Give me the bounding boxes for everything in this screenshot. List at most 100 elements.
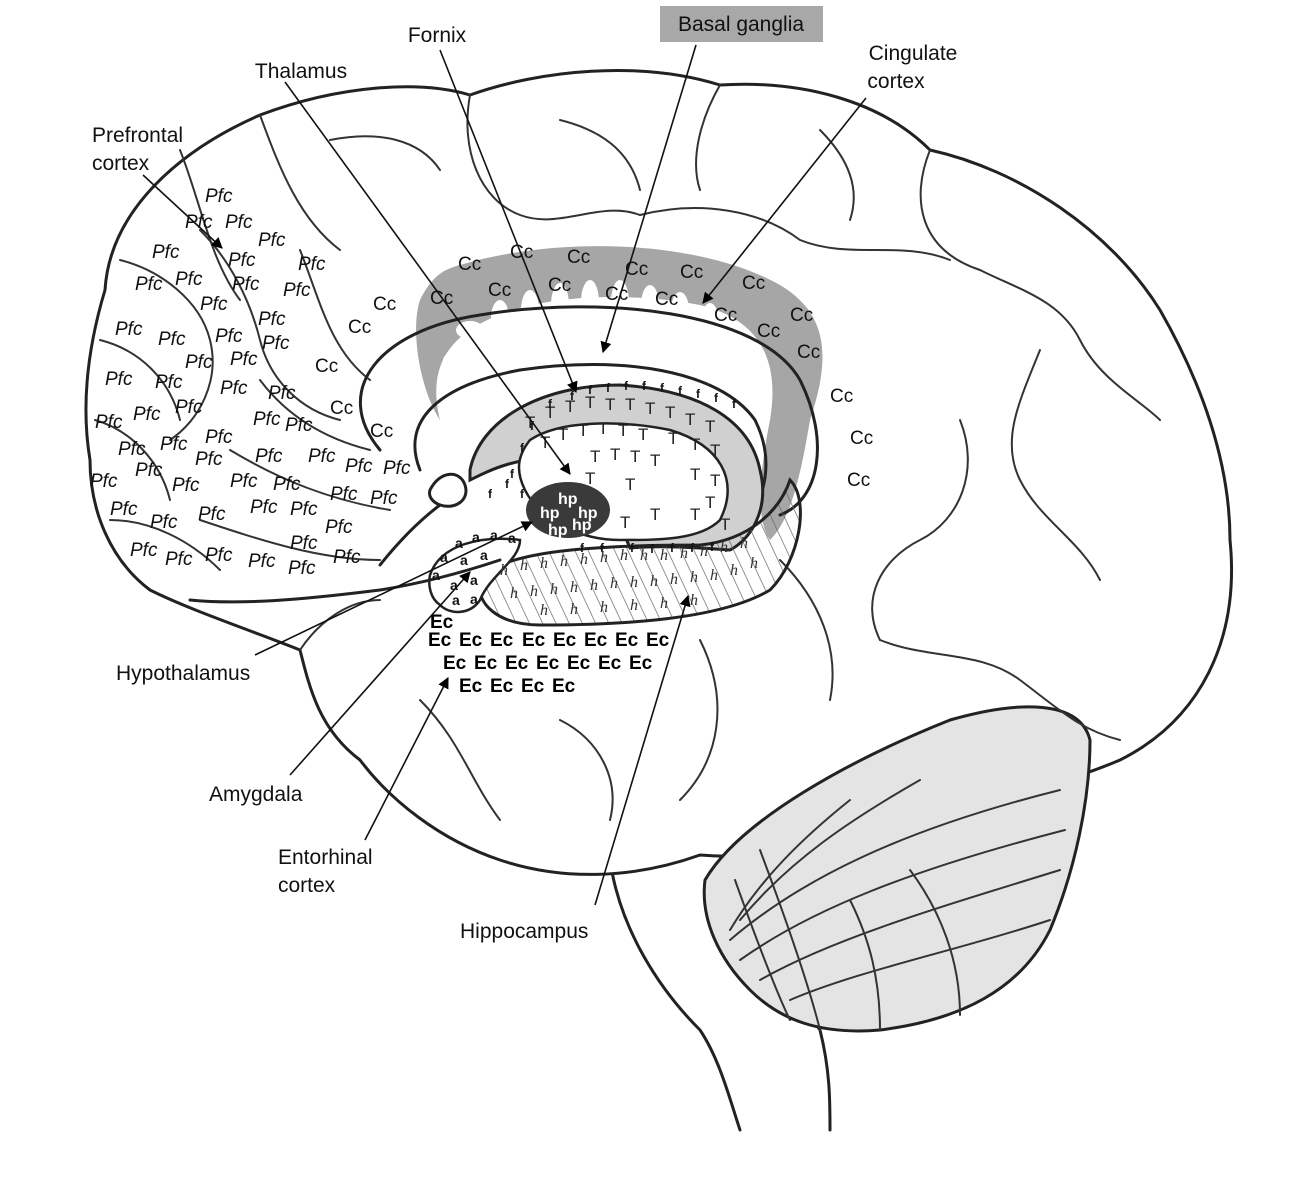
amygdala-region bbox=[428, 537, 522, 614]
basal-ganglia-striations bbox=[443, 280, 718, 368]
thalamus-code: T bbox=[685, 410, 695, 429]
cerebellum-folia bbox=[729, 779, 1066, 1031]
thalamus-code: T bbox=[625, 475, 635, 494]
hippocampus-code: h bbox=[630, 597, 638, 614]
fornix-label: Fornix bbox=[408, 24, 467, 47]
entorhinal-code: Ec bbox=[459, 630, 483, 651]
thalamus-code: T bbox=[585, 393, 595, 412]
pfc-code: Pfc bbox=[205, 186, 233, 207]
hippocampus-code: h bbox=[570, 601, 578, 618]
hippocampus-code: h bbox=[600, 599, 608, 616]
hippocampus-code: h bbox=[660, 595, 668, 612]
cingulate-label-line1: Cingulate bbox=[869, 42, 958, 65]
cortical-gyri bbox=[94, 84, 1161, 821]
thalamus-code: T bbox=[618, 421, 628, 440]
amygdala-code: a bbox=[472, 529, 480, 545]
entorhinal-code: Ec bbox=[615, 630, 639, 651]
fornix-code: f bbox=[606, 381, 611, 395]
pfc-code: Pfc bbox=[105, 369, 133, 390]
entorhinal-code: Ec bbox=[474, 653, 498, 674]
pfc-code: Pfc bbox=[175, 269, 203, 290]
pfc-code: Pfc bbox=[198, 504, 226, 525]
hippocampus-code: h bbox=[650, 573, 658, 590]
amygdala-code: a bbox=[450, 577, 458, 593]
pfc-code: Pfc bbox=[205, 545, 233, 566]
hippocampus-code: h bbox=[600, 549, 608, 566]
pfc-code: Pfc bbox=[215, 326, 243, 347]
entorhinal-code: Ec bbox=[553, 630, 577, 651]
fornix-code: f bbox=[696, 387, 701, 401]
hippocampus-code: h bbox=[510, 585, 518, 602]
amygdala-code: a bbox=[470, 591, 478, 607]
hypothalamus-region bbox=[526, 482, 610, 538]
cingulate-code: Cc bbox=[742, 273, 765, 294]
fornix-code: f bbox=[732, 397, 737, 411]
entorhinal-code: Ec bbox=[521, 676, 545, 697]
fornix-code: f bbox=[510, 467, 515, 481]
entorhinal-code: Ec bbox=[552, 676, 576, 697]
pfc-code: Pfc bbox=[308, 446, 336, 467]
hypothalamus-code: hp bbox=[572, 517, 592, 534]
thalamus-code: T bbox=[690, 435, 700, 454]
cerebellum bbox=[702, 705, 1092, 1033]
hypothalamus-code: hp bbox=[558, 491, 578, 508]
thalamus-code: T bbox=[720, 515, 730, 534]
cingulate-code: Cc bbox=[370, 421, 393, 442]
pfc-code: Pfc bbox=[230, 349, 258, 370]
thalamus-code: T bbox=[605, 395, 615, 414]
amygdala-code: a bbox=[432, 567, 440, 583]
cingulate-code: Cc bbox=[510, 242, 533, 263]
hypothalamus-label: Hypothalamus bbox=[116, 662, 250, 685]
cingulate-code: Cc bbox=[797, 342, 820, 363]
pfc-code: Pfc bbox=[330, 484, 358, 505]
pfc-code: Pfc bbox=[133, 404, 161, 425]
entorhinal-code: Ec bbox=[584, 630, 608, 651]
cingulate-code: Cc bbox=[625, 259, 648, 280]
pfc-code: Pfc bbox=[118, 439, 146, 460]
cingulate-code: Cc bbox=[680, 262, 703, 283]
thalamus-code: T bbox=[668, 429, 678, 448]
thalamus-code: T bbox=[650, 505, 660, 524]
pfc-code: Pfc bbox=[150, 512, 178, 533]
pfc-code: Pfc bbox=[158, 329, 186, 350]
frontal-stem bbox=[378, 503, 442, 567]
amygdala-label: Amygdala bbox=[209, 783, 303, 806]
pfc-code: Pfc bbox=[370, 488, 398, 509]
pfc-code: Pfc bbox=[248, 551, 276, 572]
cingulate-code: Cc bbox=[850, 428, 873, 449]
entorhinal-code: Ec bbox=[505, 653, 529, 674]
hippocampus-code: h bbox=[500, 562, 508, 579]
fornix-code: f bbox=[630, 541, 635, 555]
hippocampus-label: Hippocampus bbox=[460, 920, 588, 943]
thalamus-code: T bbox=[638, 425, 648, 444]
thalamus-code: T bbox=[578, 421, 588, 440]
cingulate-label-line2: cortex bbox=[867, 70, 925, 93]
pfc-code: Pfc bbox=[165, 549, 193, 570]
hippocampus-code: h bbox=[660, 547, 668, 564]
thalamus-code: T bbox=[525, 413, 535, 432]
hippocampus-code: h bbox=[700, 543, 708, 560]
hippocampus-code: h bbox=[550, 581, 558, 598]
pfc-code: Pfc bbox=[135, 274, 163, 295]
hippocampus-code: h bbox=[720, 539, 728, 556]
pfc-code: Pfc bbox=[258, 230, 286, 251]
amygdala-code: a bbox=[440, 549, 448, 565]
thalamus-code: T bbox=[585, 469, 595, 488]
pfc-code: Pfc bbox=[273, 474, 301, 495]
entorhinal-code: Ec bbox=[430, 612, 454, 633]
hippocampus-code: h bbox=[630, 574, 638, 591]
corpus-callosum bbox=[359, 305, 819, 517]
pfc-code: Pfc bbox=[258, 309, 286, 330]
thalamus-code: T bbox=[690, 505, 700, 524]
hypothalamus-code: hp bbox=[578, 505, 598, 522]
pfc-code: Pfc bbox=[253, 409, 281, 430]
hippocampus-code: h bbox=[680, 545, 688, 562]
prefrontal-label-line2: cortex bbox=[92, 152, 150, 175]
pfc-code: Pfc bbox=[110, 499, 138, 520]
cingulate-code: Cc bbox=[655, 289, 678, 310]
pfc-code: Pfc bbox=[283, 280, 311, 301]
pfc-code: Pfc bbox=[333, 547, 361, 568]
basal-ganglia-label-box bbox=[660, 6, 823, 42]
pfc-code: Pfc bbox=[325, 517, 353, 538]
